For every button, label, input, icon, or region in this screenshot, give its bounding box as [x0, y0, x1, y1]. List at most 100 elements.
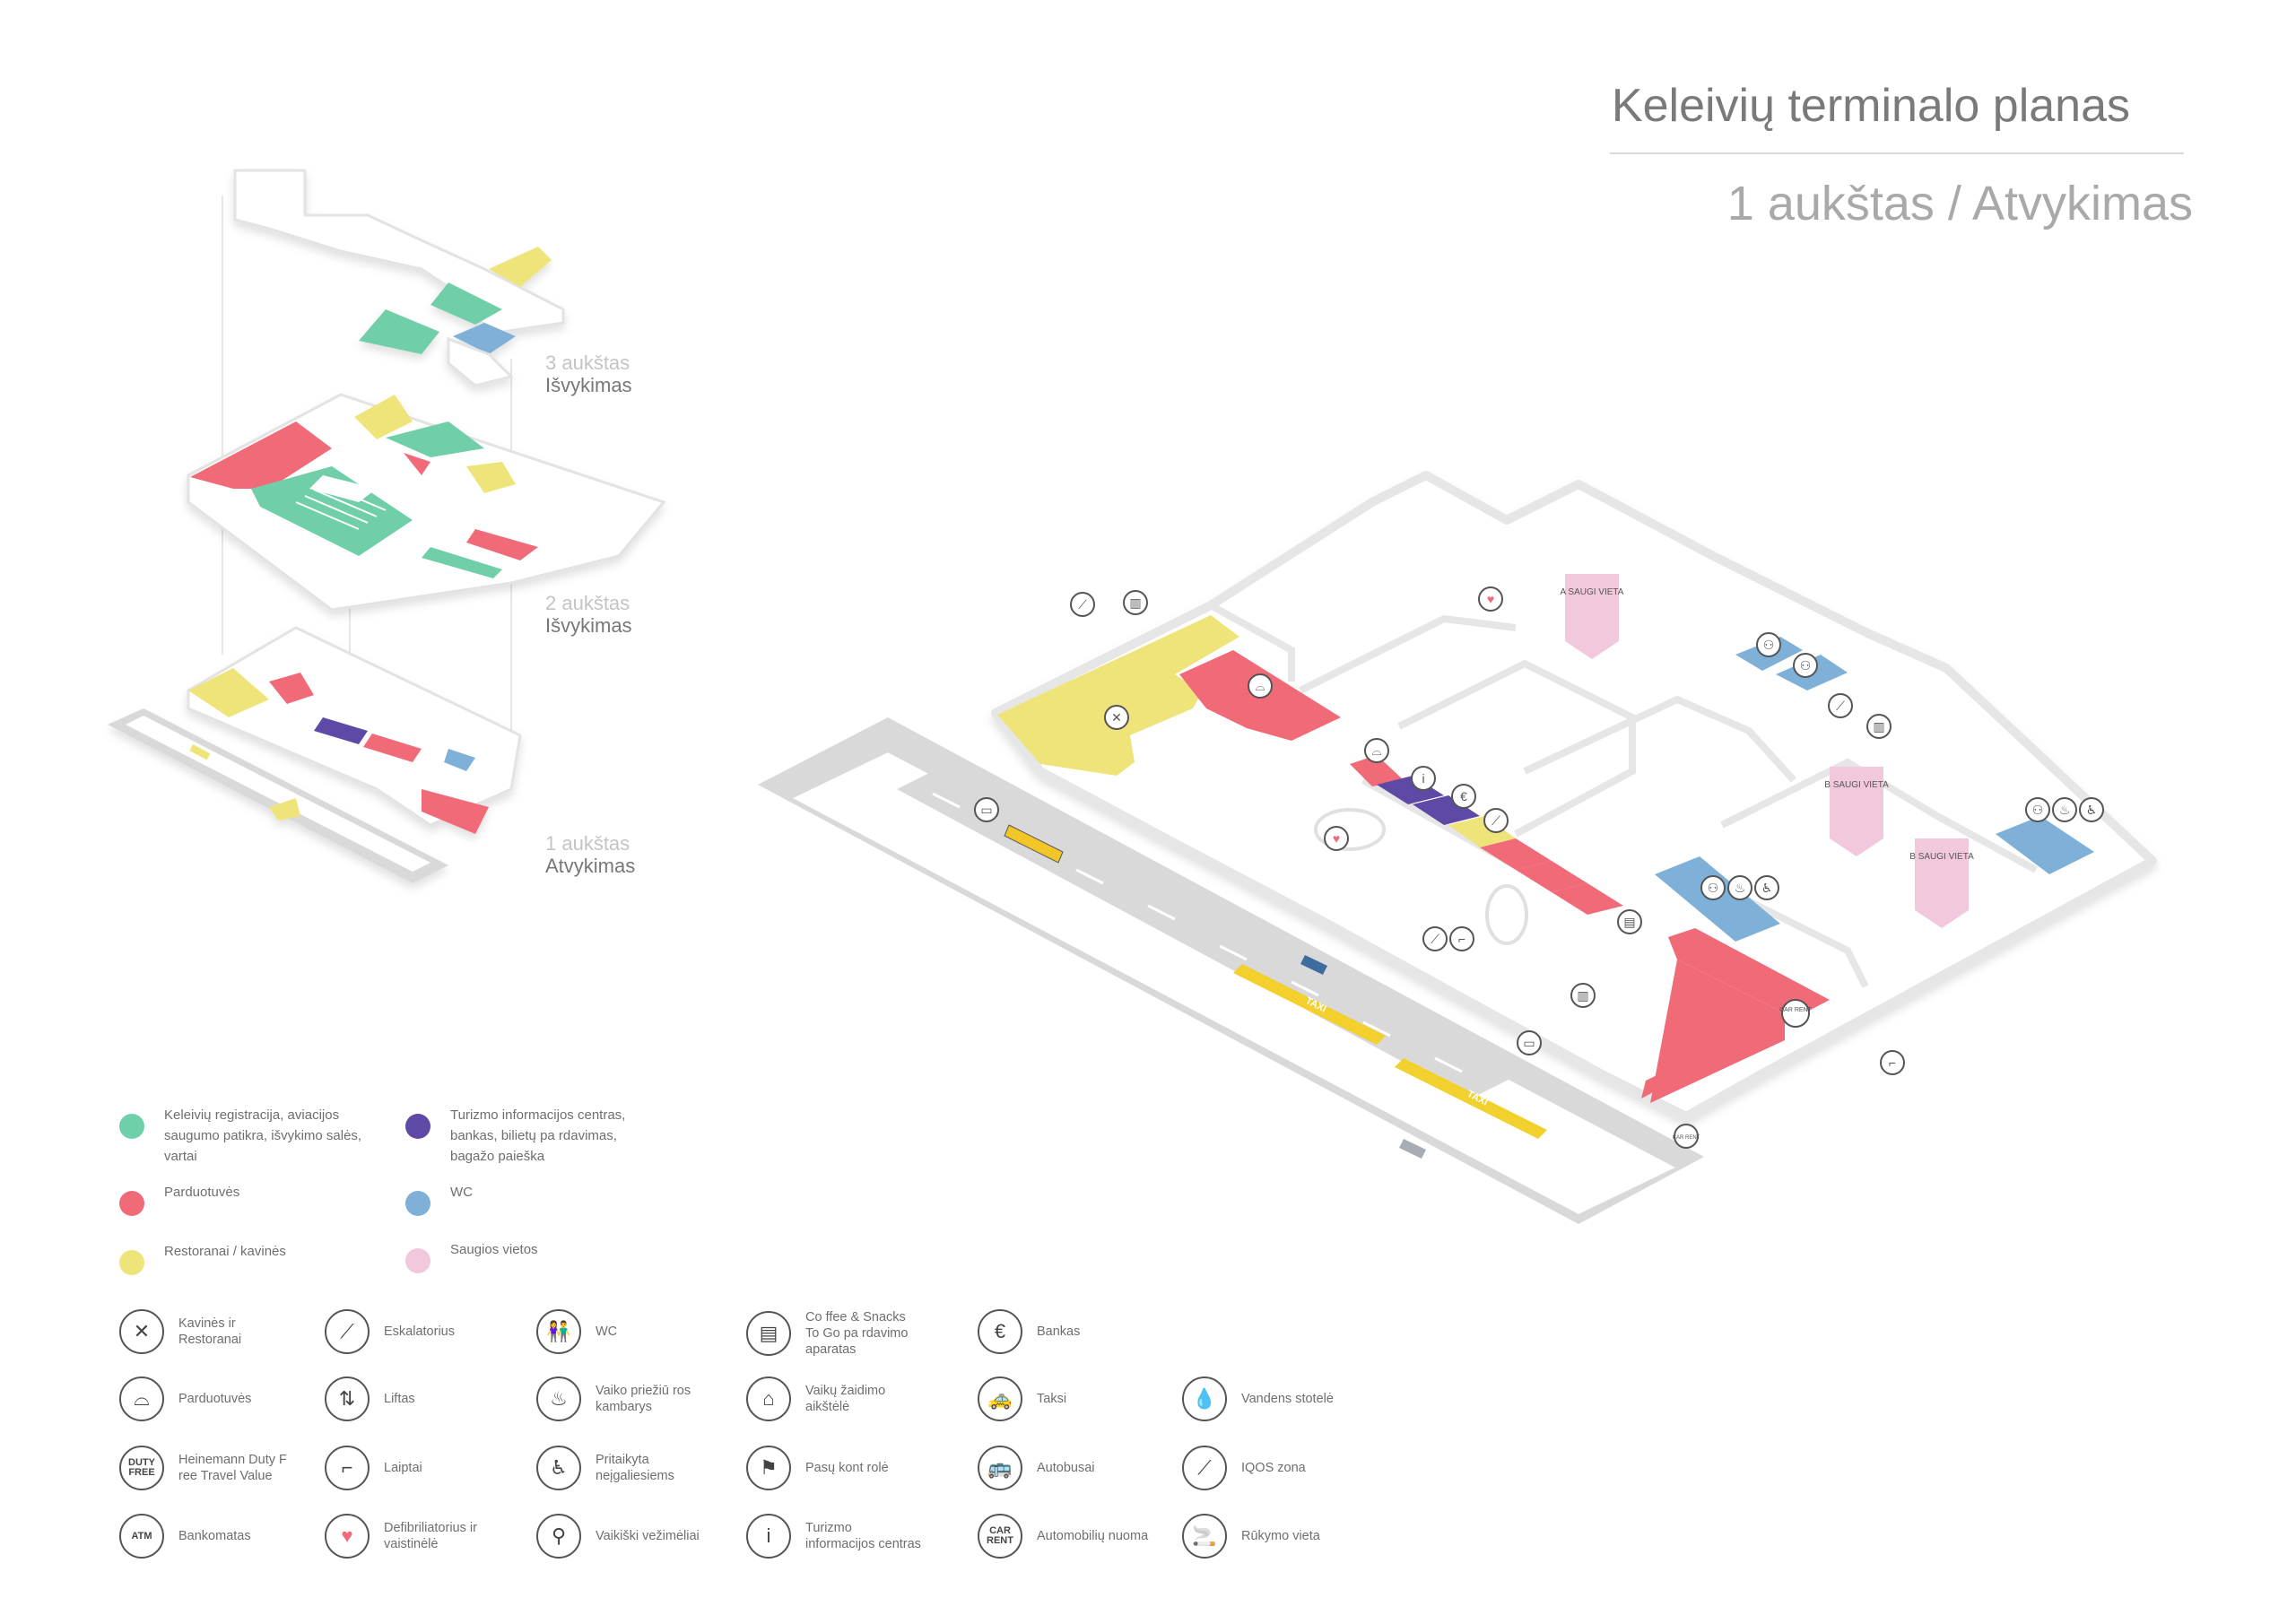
escalator-icon: ⟋	[1422, 926, 1448, 951]
stairs-icon: ⌐	[1449, 926, 1474, 951]
cutlery-icon: ✕	[119, 1309, 164, 1354]
floor-1-name: Atvykimas	[545, 855, 636, 878]
floor-3-wc	[453, 323, 516, 354]
floor-1-wc	[444, 749, 475, 771]
legend-label: Eskalatorius	[384, 1324, 455, 1339]
wc-icon: ⚇	[1700, 875, 1726, 900]
svg-text:✕: ✕	[1111, 710, 1122, 725]
legend-label: Automobilių nuoma	[1037, 1529, 1149, 1543]
legend-label: WC	[596, 1324, 618, 1339]
floor-3-plan[interactable]	[233, 169, 565, 387]
floor-3-green-zone	[430, 282, 502, 325]
safe-zone-b[interactable]: B SAUGI VIETA B SAUGI VIETA	[1824, 767, 1974, 928]
svg-text:CAR RENT: CAR RENT	[1779, 1007, 1813, 1013]
floor-2-gates-2	[422, 547, 502, 578]
page-title: Keleivių terminalo planas	[1611, 80, 2130, 132]
legend-label: Kavinės ir Restoranai	[178, 1316, 242, 1347]
svg-text:⟋: ⟋	[1431, 932, 1439, 946]
svg-text:⚇: ⚇	[1763, 638, 1775, 652]
bus-vehicle	[1004, 824, 1064, 864]
safe-zone-b-label: B SAUGI VIETA	[1824, 780, 1889, 790]
legend-bus: 🚌 Autobusai	[978, 1446, 1153, 1490]
water-icon: 💧	[1182, 1376, 1227, 1421]
bus-icon: ▭	[1517, 1030, 1542, 1055]
atm-icon: ATM	[119, 1514, 164, 1559]
legend-label: Rūkymo vieta	[1241, 1529, 1320, 1543]
legend-label: Vaiko priežiū ros kambarys	[596, 1384, 691, 1414]
zone-restaurant	[997, 615, 1239, 776]
svg-text:⌐: ⌐	[1458, 932, 1465, 946]
basket-icon: ⌓	[1248, 673, 1273, 699]
floor-2-number: 2 aukštas	[545, 592, 631, 614]
legend-dot-red	[119, 1191, 144, 1216]
legend-wc: 👫WC	[536, 1309, 712, 1354]
legend-label: Autobusai	[1037, 1461, 1095, 1475]
svg-text:⌓: ⌓	[1255, 679, 1265, 693]
car-vehicle	[1300, 955, 1327, 975]
floor-1-plan[interactable]	[108, 626, 522, 883]
svg-text:⟋: ⟋	[1836, 699, 1845, 713]
floor-2-plan[interactable]	[187, 393, 666, 612]
floor-3-yellow-zone	[489, 247, 552, 287]
legend-label: Bankomatas	[178, 1529, 251, 1543]
legend-label: Pasų kont rolė	[805, 1461, 889, 1475]
accessible-icon: ♿	[2079, 797, 2104, 822]
baby-care-icon: ♨	[536, 1376, 581, 1421]
legend-playground: ⌂Vaikų žaidimo aikštėlė	[746, 1376, 922, 1421]
legend-water: 💧Vandens stotelė	[1182, 1376, 1358, 1421]
zone-shops-row	[1480, 838, 1623, 915]
legend-iqos: ⟋IQOS zona	[1182, 1446, 1358, 1490]
stairs-icon: ⌐	[1880, 1050, 1905, 1075]
legend-euro: €Bankas	[978, 1309, 1153, 1354]
floor-3-green-zone-2	[359, 309, 439, 354]
legend-item-restaurants: Restoranai / kavinės	[119, 1241, 370, 1275]
legend-label: Laiptai	[384, 1461, 422, 1475]
car-rent-icon: CAR RENT	[978, 1514, 1022, 1559]
legend-item-wc: WC	[405, 1182, 657, 1216]
stairs-icon: ⌐	[325, 1446, 370, 1490]
svg-text:♨: ♨	[1735, 881, 1746, 895]
svg-text:i: i	[1422, 771, 1424, 786]
legend-accessible: ♿Pritaikyta neįgaliesiems	[536, 1446, 712, 1490]
legend-car-rent: CAR RENT Automobilių nuoma	[978, 1514, 1153, 1559]
legend-label: Defibriliatorius ir vaistinėlė	[384, 1521, 477, 1551]
legend-label: Co ffee & Snacks To Go pa rdavimo aparat…	[805, 1310, 909, 1357]
legend-elevator: ⇅Liftas	[325, 1376, 500, 1421]
duty-free-icon: DUTY FREE	[119, 1446, 164, 1490]
legend-dot-pink	[405, 1248, 430, 1273]
baby-care-icon: ♨	[1727, 875, 1752, 900]
car-rent-icon: CAR RENT	[1779, 999, 1813, 1028]
zone-info	[1377, 776, 1480, 825]
svg-text:♿: ♿	[1761, 881, 1773, 895]
floor-2-shop-2	[404, 453, 430, 475]
bus-icon: 🚌	[978, 1446, 1022, 1490]
basket-icon: ⌓	[119, 1376, 164, 1421]
legend-item-shops: Parduotuvės	[119, 1182, 370, 1216]
playground-icon: ⌂	[746, 1376, 791, 1421]
legend-defibrillator: ♥Defibriliatorius ir vaistinėlė	[325, 1514, 500, 1559]
legend-smoking: 🚬Rūkymo vieta	[1182, 1514, 1358, 1559]
zone-cafe-2	[1448, 816, 1516, 847]
stroller-icon: ⚲	[536, 1514, 581, 1559]
basket-icon: ⌓	[1364, 738, 1389, 763]
legend-dot-blue	[405, 1191, 430, 1216]
svg-text:⚇: ⚇	[1800, 658, 1812, 673]
floor-3-name: Išvykimas	[545, 374, 632, 397]
svg-text:♥: ♥	[1487, 592, 1494, 606]
taxi-icon: 🚕	[978, 1376, 1022, 1421]
elevator-icon: ▥	[1866, 714, 1892, 739]
floor-2-label: 2 aukštas Išvykimas	[545, 592, 632, 638]
legend-taxi: 🚕Taksi	[978, 1376, 1153, 1421]
info-icon: i	[1411, 766, 1436, 791]
legend-passport-control: ⚑Pasų kont rolė	[746, 1446, 922, 1490]
svg-text:⚇: ⚇	[2032, 803, 2044, 817]
bus-icon: ▭	[974, 797, 999, 822]
accessible-icon: ♿	[536, 1446, 581, 1490]
legend-basket: ⌓Parduotuvės	[119, 1376, 295, 1421]
safe-zone-a[interactable]: A SAUGI VIETA	[1561, 574, 1624, 659]
legend-escalator: ⟋Eskalatorius	[325, 1309, 500, 1354]
terminal-building	[991, 471, 2157, 1121]
svg-text:CAR RENT: CAR RENT	[1673, 1135, 1700, 1141]
